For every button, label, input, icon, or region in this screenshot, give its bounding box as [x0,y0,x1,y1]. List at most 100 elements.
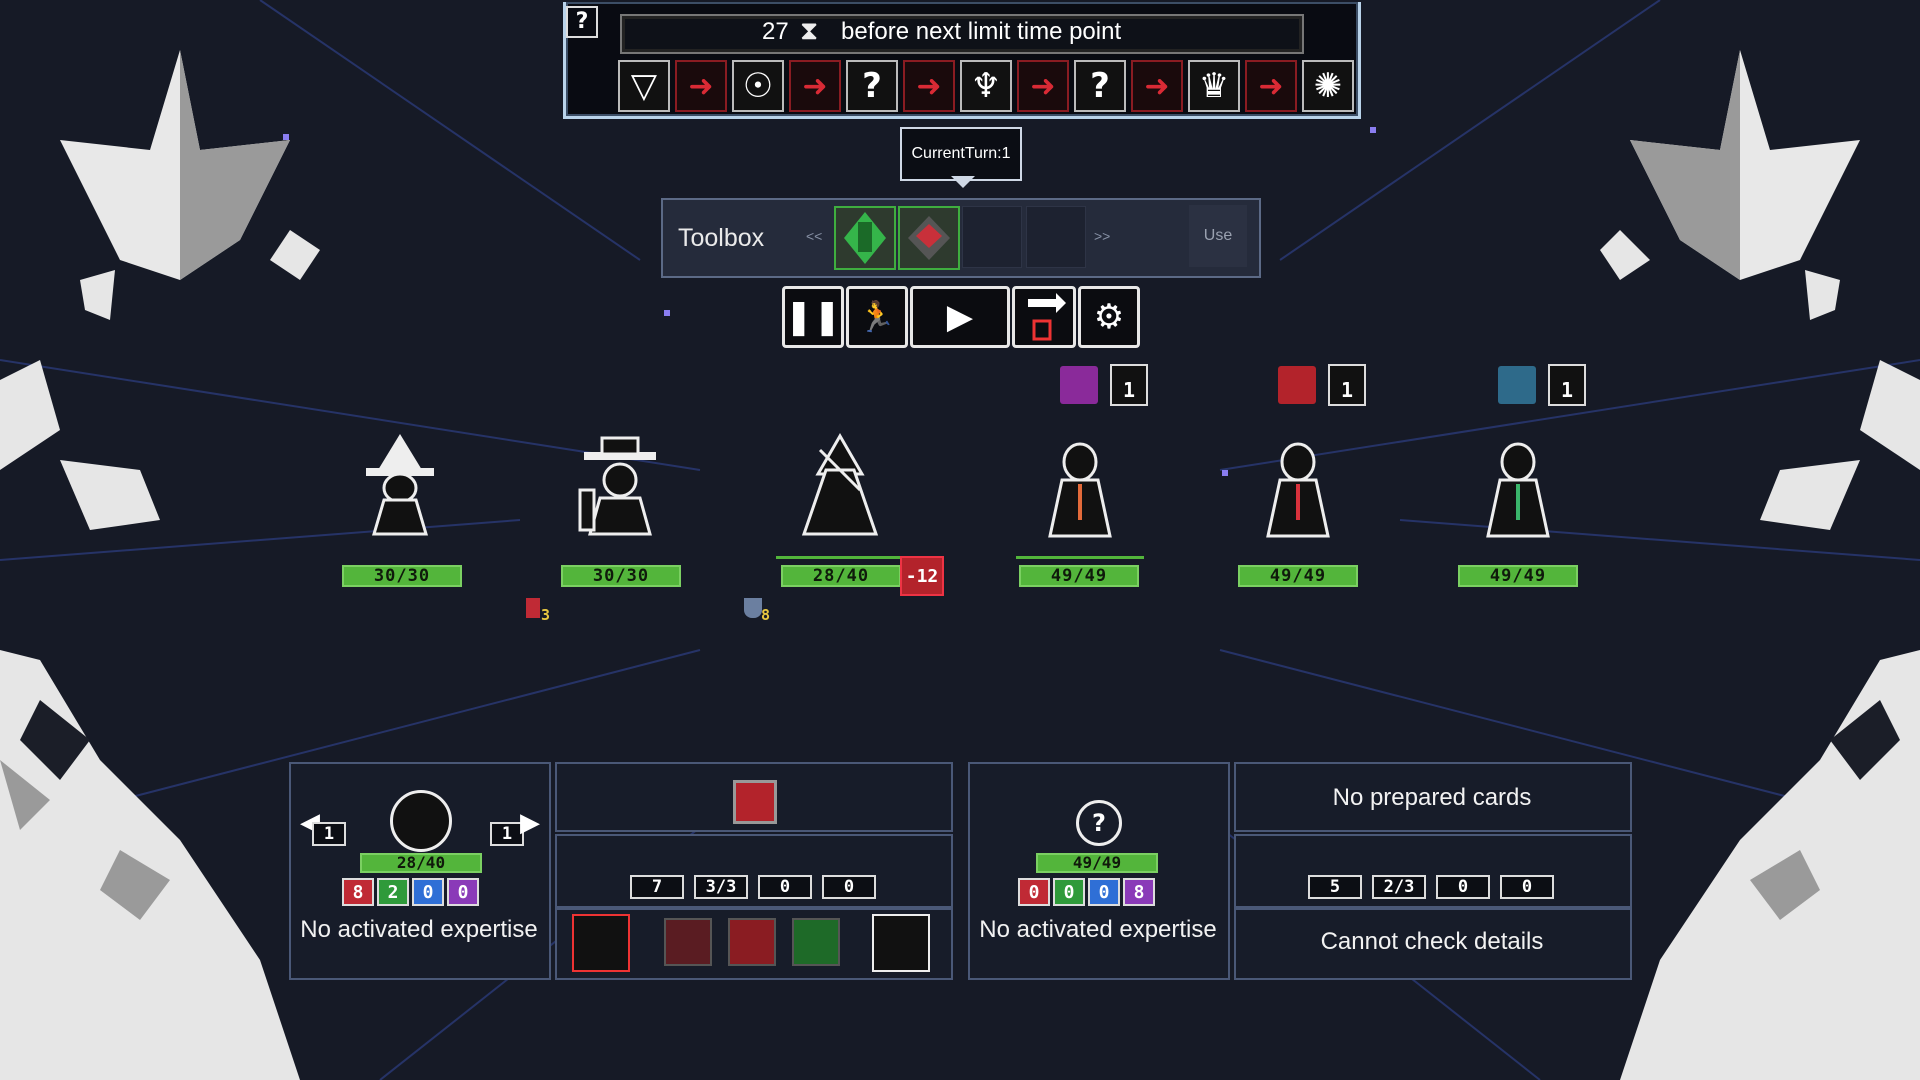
selected-stats: 8 2 0 0 [342,878,479,906]
phase-arrow-icon: ➜ [903,60,955,112]
enemy-unit-cultist-purple[interactable] [1030,440,1130,540]
selected-deck-row [555,834,953,908]
target-hand-count: 2/3 [1372,875,1426,899]
rogue-sprite [801,433,879,536]
enemy-target-marker [1016,556,1144,559]
cultist-sprite [1048,442,1112,538]
turn-order-icon [1028,293,1066,341]
bleed-marker-value: 3 [541,606,551,624]
hand-card-3[interactable] [728,918,776,966]
flee-button[interactable]: 🏃 [846,286,908,348]
shield-marker-icon [744,598,762,618]
phase-arrow-icon: ➜ [1131,60,1183,112]
hand-card-1[interactable] [572,914,630,972]
cultist-sprite [1266,442,1330,538]
enemy-1-status-icon[interactable] [1060,366,1098,404]
toolbox-slot-red-tool[interactable] [898,206,960,270]
selected-hp-bar: 28/40 [360,853,482,873]
stat-green: 2 [377,878,409,906]
stat-purple: 0 [447,878,479,906]
prepared-cards-text: No prepared cards [1332,784,1532,811]
stat-red: 0 [1018,878,1050,906]
stat-blue: 0 [1088,878,1120,906]
party-unit-hooded-rogue[interactable] [790,430,890,540]
selected-unit-portrait [390,790,452,852]
enemy-2-status-icon[interactable] [1278,366,1316,404]
hand-card-2[interactable] [664,918,712,966]
turn-pointer-icon [951,176,975,188]
phase-mask-icon: ☉ [732,60,784,112]
gunslinger-hp-bar: 30/30 [561,565,681,587]
play-icon: ▶ [946,297,974,337]
limit-bar [620,14,1304,54]
stat-green: 0 [1053,878,1085,906]
phase-arrow-icon: ➜ [675,60,727,112]
enemy-unit-cultist-green[interactable] [1468,440,1568,540]
toolbox-slot-green-tool[interactable] [834,206,896,270]
settings-button[interactable]: ⚙ [1078,286,1140,348]
stat-blue: 0 [412,878,444,906]
enemy-unit-cultist-red[interactable] [1248,440,1348,540]
enemy-3-hp-bar: 49/49 [1458,565,1578,587]
phase-crown-icon: ♛ [1188,60,1240,112]
enemy-3-status-count: 1 [1548,364,1586,406]
toolbox-slot-empty-1[interactable] [962,206,1022,268]
toolbox-next-button[interactable]: >> [1094,228,1111,244]
right-chevron-icon[interactable]: ▶ [520,808,540,838]
red-tool-icon [908,216,950,260]
toolbox-prev-button[interactable]: << [806,228,823,244]
turn-order-button[interactable] [1012,286,1076,348]
party-unit-witch[interactable] [350,430,450,540]
selected-expertise-text: No activated expertise [300,916,538,943]
pause-icon: ❚❚ [784,297,842,337]
target-deck-row [1234,834,1632,908]
rogue-selected-marker [776,556,904,559]
exile-count: 0 [822,875,876,899]
limit-text: before next limit time point [841,18,1122,45]
target-details-row [1234,908,1632,980]
witch-sprite [366,434,434,536]
target-exile-count: 0 [1500,875,1554,899]
left-count: 1 [312,822,346,846]
enemy-2-status-count: 1 [1328,364,1366,406]
cultist-sprite [1486,442,1550,538]
end-turn-button[interactable] [872,914,930,972]
damage-indicator: -12 [900,556,944,596]
toolbox-slot-empty-2[interactable] [1026,206,1086,268]
toolbox-panel [661,198,1261,278]
enemy-1-status-count: 1 [1110,364,1148,406]
phase-arrow-icon: ➜ [789,60,841,112]
gunslinger-sprite [578,436,656,536]
stat-red: 8 [342,878,374,906]
shield-marker-value: 8 [761,606,771,624]
selected-card-icon[interactable] [733,780,777,824]
right-count: 1 [490,822,524,846]
bleed-marker-icon [526,598,540,618]
target-hp-bar: 49/49 [1036,853,1158,873]
play-button[interactable]: ▶ [910,286,1010,348]
deck-count: 7 [630,875,684,899]
party-unit-gunslinger[interactable] [570,430,670,540]
enemy-1-hp-bar: 49/49 [1019,565,1139,587]
rogue-hp-bar: 28/40 [781,565,901,587]
stat-purple: 8 [1123,878,1155,906]
target-deck-count: 5 [1308,875,1362,899]
target-discard-count: 0 [1436,875,1490,899]
enemy-3-status-icon[interactable] [1498,366,1536,404]
toolbox-use-button[interactable]: Use [1189,205,1247,267]
witch-hp-bar: 30/30 [342,565,462,587]
settings-icon: ⚙ [1093,297,1125,337]
phase-unknown-icon: ? [846,60,898,112]
help-button[interactable]: ? [566,6,598,38]
pause-button[interactable]: ❚❚ [782,286,844,348]
toolbox-label: Toolbox [678,224,765,252]
flee-icon: 🏃 [858,299,896,335]
phase-arrow-icon: ➜ [1017,60,1069,112]
phase-unknown-icon: ? [1074,60,1126,112]
hand-count: 3/3 [694,875,748,899]
phase-descend-icon: ▽ [618,60,670,112]
phase-arrow-icon: ➜ [1245,60,1297,112]
target-expertise-text: No activated expertise [979,916,1217,943]
unknown-portrait-icon: ? [1076,800,1122,846]
hand-card-4[interactable] [792,918,840,966]
